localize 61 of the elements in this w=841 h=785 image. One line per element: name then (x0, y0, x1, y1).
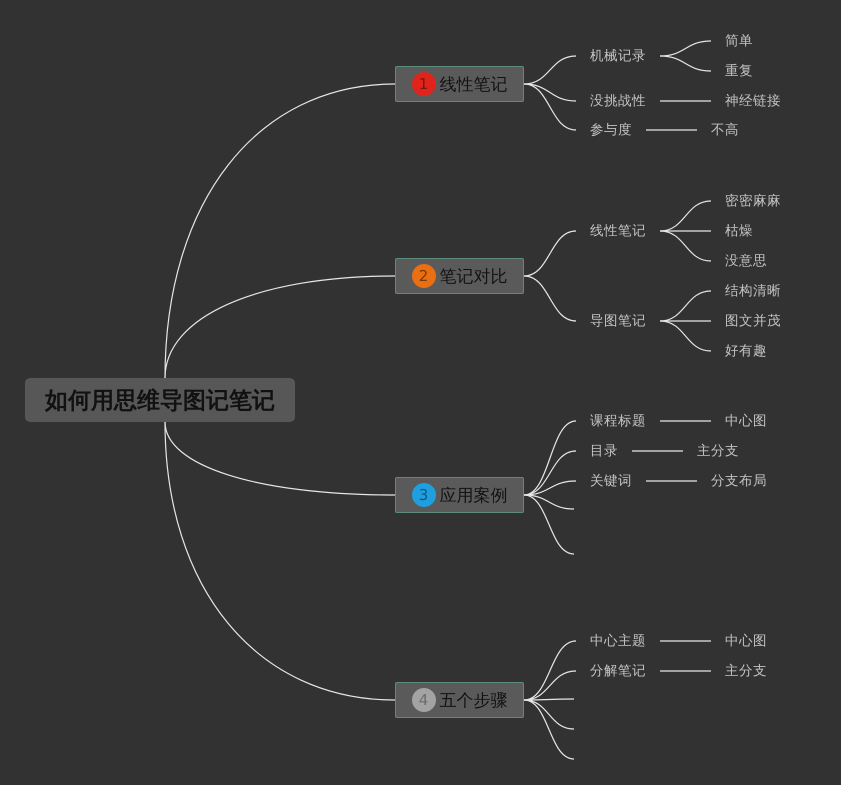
connector-line (646, 480, 697, 482)
topic-label: 线性笔记 (440, 74, 508, 96)
topic-label: 枯燥 (711, 220, 767, 242)
connector-line (524, 494, 574, 555)
connector-line (660, 100, 711, 102)
connector-line (632, 450, 683, 452)
connector-line (660, 200, 712, 232)
topic-label: 好有趣 (711, 340, 781, 362)
connector-line (660, 420, 711, 422)
central-topic-box: 如何用思维导图记笔记 (25, 378, 295, 422)
connector-line (660, 670, 711, 672)
connector-line (524, 450, 576, 496)
connector-line (524, 699, 574, 760)
connector-line (660, 320, 712, 352)
connector-line (524, 55, 576, 85)
number-badge: 2 (412, 264, 436, 288)
topic-label: 简单 (711, 30, 767, 52)
topic-label: 线性笔记 (576, 220, 660, 242)
topic-label: 结构清晰 (711, 280, 795, 302)
connector-line (660, 290, 712, 322)
topic-label: 主分支 (711, 660, 781, 682)
topic-label: 笔记对比 (440, 266, 508, 288)
branch-topic-box (395, 682, 524, 718)
connector-line (660, 640, 711, 642)
topic-label: 机械记录 (576, 45, 660, 67)
connector-line (660, 55, 712, 72)
topic-label: 关键词 (576, 470, 646, 492)
connector-line (164, 422, 396, 701)
topic-label: 五个步骤 (440, 690, 508, 712)
connector-line (524, 275, 576, 322)
number-badge: 3 (412, 483, 436, 507)
connector-line (524, 230, 576, 277)
topic-label: 导图笔记 (576, 310, 660, 332)
topic-label: 神经链接 (711, 90, 795, 112)
topic-label: 不高 (697, 119, 753, 141)
branch-topic-box (395, 258, 524, 294)
topic-label: 重复 (711, 60, 767, 82)
topic-label: 图文并茂 (711, 310, 795, 332)
connector-line (660, 230, 712, 262)
topic-label: 目录 (576, 440, 632, 462)
topic-label: 密密麻麻 (711, 190, 795, 212)
topic-label: 主分支 (683, 440, 753, 462)
branch-topic-box (395, 66, 524, 102)
topic-label: 应用案例 (440, 484, 508, 506)
topic-label: 参与度 (576, 119, 646, 141)
topic-label: 中心主题 (576, 630, 660, 652)
topic-label: 分支布局 (697, 470, 781, 492)
connector-line (524, 670, 576, 701)
number-badge: 4 (412, 688, 436, 712)
topic-label: 课程标题 (576, 410, 660, 432)
topic-label: 中心图 (711, 410, 781, 432)
topic-label: 没意思 (711, 250, 781, 272)
connector-line (164, 275, 396, 378)
connector-line (524, 83, 576, 131)
connector-line (646, 129, 697, 131)
topic-label: 分解笔记 (576, 660, 660, 682)
topic-label: 中心图 (711, 630, 781, 652)
topic-label: 没挑战性 (576, 90, 660, 112)
connector-line (164, 422, 396, 496)
branch-topic-box (395, 477, 524, 513)
number-badge: 1 (412, 72, 436, 96)
